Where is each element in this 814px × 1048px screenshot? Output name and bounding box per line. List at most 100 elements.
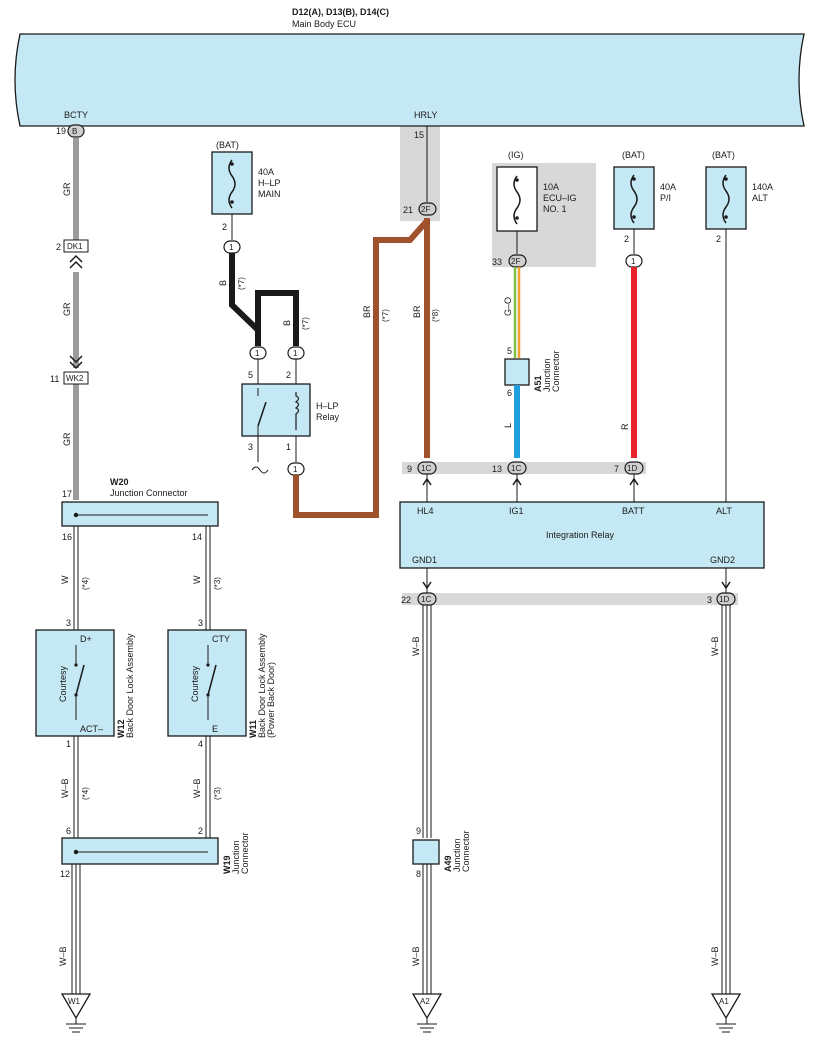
relay-coil-icon: [294, 392, 300, 430]
w-wires: W (*4) W (*3): [60, 526, 222, 630]
w12-back-door-lock: 3 D+ ACT– Courtesy W12 Back Door Lock As…: [35, 618, 135, 749]
hrly-circuit: 15 2F 21: [403, 126, 437, 216]
br-wires: BR (*7) BR (*8): [293, 218, 440, 518]
fuse-icon: [228, 159, 236, 209]
relay-terminal: GND2: [710, 555, 735, 565]
ecu-ig-fuse: (IG) 10A ECU–IG NO. 1 2F 33 G–O: [492, 150, 577, 358]
ig1-conn-label: 1C: [511, 464, 521, 473]
fuse-box: [613, 166, 655, 230]
fuse-box: [211, 151, 253, 215]
fuse-pin: 2: [624, 234, 629, 244]
w-wire-note: (*4): [81, 577, 90, 590]
integration-relay: HL4 IG1 BATT ALT Integration Relay GND1 …: [399, 501, 765, 569]
a49-box: [412, 839, 440, 865]
hlp-in-pin-num: 21: [403, 205, 413, 215]
hl4-pin-num: 9: [407, 464, 412, 474]
a51-junction-connector: 5 6 A51 Junction Connector L: [503, 346, 561, 458]
w12-pin: 1: [66, 739, 71, 749]
alt-fuse: (BAT) 140A ALT 2: [705, 150, 773, 502]
w20-id: W20: [110, 477, 129, 487]
fuse-box: [496, 166, 538, 232]
dk1-label: DK1: [67, 242, 83, 251]
bcty-connector: [67, 124, 85, 138]
br-wire-label: BR: [412, 305, 422, 318]
w11-box: [167, 629, 247, 737]
wb-wire-label: W–B: [411, 636, 421, 656]
fuse-pin: 2: [716, 234, 721, 244]
br-wire: [293, 220, 429, 518]
ig1-pin-num: 13: [492, 464, 502, 474]
gr-label: GR: [62, 302, 72, 316]
gnd2-conn-label: 1D: [719, 595, 729, 604]
fuse-name: ECU–IG: [543, 193, 577, 203]
gnd1-conn-label: 1C: [421, 595, 431, 604]
hrly-pin-num: 15: [414, 130, 424, 140]
ecu-pin-hrly: HRLY: [414, 110, 437, 120]
fuse-amp: 40A: [258, 167, 274, 177]
relay-switch-icon: [257, 401, 267, 427]
w12-terminal-top: D+: [80, 634, 92, 644]
w12-id: W12: [116, 719, 126, 738]
relay-box: [241, 383, 311, 437]
w11-name: Back Door Lock Assembly: [257, 633, 267, 738]
fuse-amp: 40A: [660, 182, 676, 192]
w19-l1: Junction: [231, 840, 241, 874]
b-wire-note: (*7): [237, 277, 246, 290]
wk2-pin-num: 11: [50, 374, 59, 384]
wb-wire-label: W–B: [710, 636, 720, 656]
fuse-name: P/I: [660, 193, 671, 203]
a51-l2: Connector: [551, 350, 561, 392]
fuse-source: (BAT): [622, 150, 645, 160]
a51-l1: Junction: [542, 358, 552, 392]
bcty-circuit: B 19 GR DK1 2 GR WK2 11 GR: [50, 124, 89, 500]
a49-l1: Junction: [452, 838, 462, 872]
hlp-in-conn-label: 2F: [421, 205, 430, 214]
relay-pin: 3: [248, 442, 253, 452]
w12-pin: 3: [66, 618, 71, 628]
w11-back-door-lock: 3 CTY E Courtesy W11 Back Door Lock Asse…: [167, 618, 276, 749]
arrow-up-icon: [512, 477, 522, 486]
fuse-name2: NO. 1: [543, 204, 567, 214]
hlp-relay: 1 1 5 2 H–LP Relay 3 1 1: [241, 346, 340, 476]
w20-junction-connector: W20 Junction Connector 17 16 14: [61, 477, 219, 542]
w11-name2: (Power Back Door): [266, 662, 276, 738]
w11-switch-label: Courtesy: [190, 665, 200, 702]
a51-pin: 6: [507, 388, 512, 398]
relay-terminal: GND1: [412, 555, 437, 565]
b-wire-label: B: [218, 280, 228, 286]
w19-pin: 6: [66, 826, 71, 836]
wb-wire-label: W–B: [710, 946, 720, 966]
fuse-box: [705, 166, 747, 230]
fuse-name: ALT: [752, 193, 768, 203]
w20-splice-dot: [73, 512, 79, 518]
w12-name: Back Door Lock Assembly: [125, 633, 135, 738]
bcty-conn-label: B: [72, 127, 77, 136]
fuse-name: H–LP: [258, 178, 281, 188]
fuse-amp: 140A: [752, 182, 773, 192]
wb-wire-label: W–B: [60, 778, 70, 798]
wb-wire-label: W–B: [58, 946, 68, 966]
wk2-connector: [63, 371, 89, 385]
br-wire-label: BR: [362, 305, 372, 318]
w11-switch-icon: [207, 664, 217, 696]
fuse-source: (BAT): [216, 140, 239, 150]
arrow-down-icon: [422, 581, 432, 590]
ground-label: A2: [420, 997, 430, 1006]
ig-pin-num: 33: [492, 257, 502, 267]
fuse-source: (BAT): [712, 150, 735, 160]
ground-label: W1: [68, 997, 81, 1006]
dk1-connector: [63, 239, 89, 253]
w11-terminal-bottom: E: [212, 724, 218, 734]
wb-wire-note: (*4): [81, 787, 90, 800]
l-wire-label: L: [503, 423, 513, 428]
fuse-amp: 10A: [543, 182, 559, 192]
w20-pin: 17: [62, 489, 72, 499]
w12-switch-label: Courtesy: [58, 665, 68, 702]
arrow-down-icon: [721, 581, 731, 590]
go-wire-label: G–O: [503, 297, 513, 316]
relay-ground-connectors: 1C 22 1D 3: [401, 568, 736, 606]
relay-conn-label: 1: [293, 465, 298, 474]
a51-box: [504, 358, 530, 386]
w11-pin: 3: [198, 618, 203, 628]
dk1-chevron-icon: [69, 254, 83, 269]
